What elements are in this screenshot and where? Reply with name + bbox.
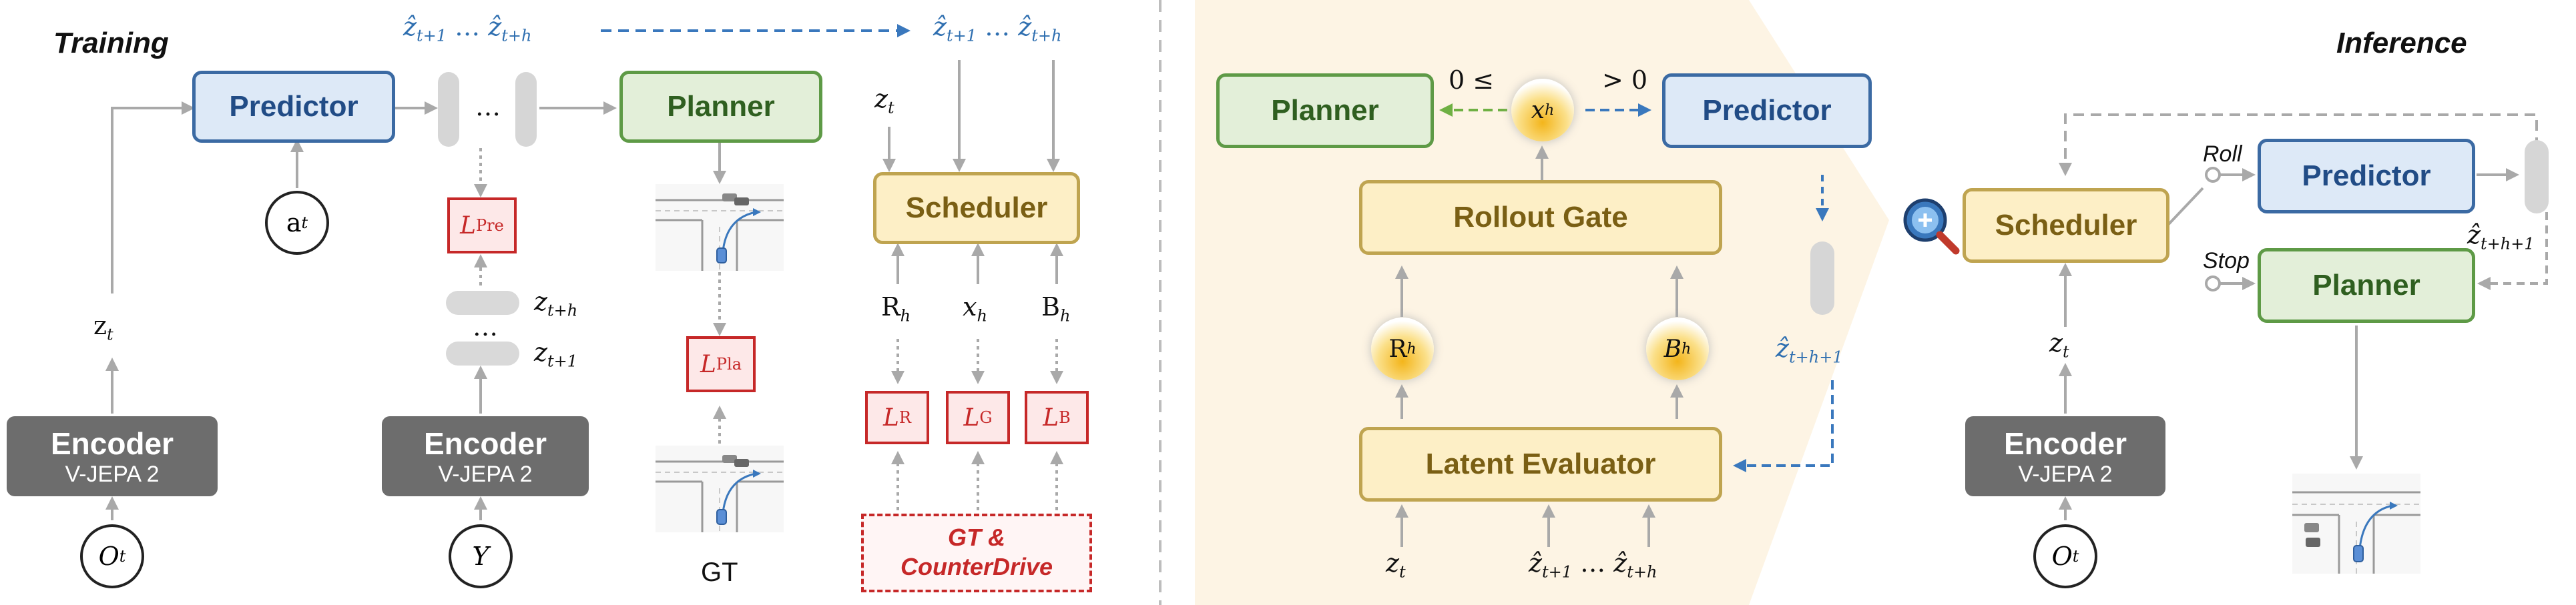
gt-label: GT — [701, 558, 738, 587]
inference-z-hat-next-label: ẑt+h+1 — [2467, 220, 2535, 253]
gt-counterdrive-line2: CounterDrive — [900, 553, 1053, 580]
gt-counterdrive-box: GT & CounterDrive — [861, 514, 1092, 592]
encoder-name: Encoder — [50, 426, 174, 461]
latent-pill-first — [438, 72, 459, 147]
inference-title: Inference — [2336, 27, 2467, 59]
next-latent-pill — [1810, 241, 1834, 315]
gt-pill-ellipsis: … — [473, 312, 498, 342]
z-t-label: zt — [93, 311, 113, 344]
predicted-trajectory-scene — [656, 184, 784, 271]
training-title: Training — [53, 27, 169, 59]
gate-z-hat-range-label: ẑt+1 … ẑt+h — [1529, 548, 1657, 582]
inference-predictor-block: Predictor — [2258, 139, 2475, 213]
action-symbol: a — [286, 208, 302, 237]
magnifier-icon — [1903, 198, 1960, 255]
inference-z-t-label: zt — [2049, 328, 2069, 362]
gate-z-t-label: zt — [1386, 548, 1406, 582]
gt-counterdrive-line1: GT & — [948, 524, 1005, 551]
gate-predictor-block: Predictor — [1662, 73, 1872, 148]
encoder-name: Encoder — [423, 426, 547, 461]
roll-label: Roll — [2203, 141, 2242, 167]
gt-latent-pill-h — [446, 291, 519, 315]
inference-latent-pill — [2525, 140, 2549, 213]
gate-cond-right: > 0 — [1602, 65, 1648, 95]
gate-cond-left: 0 ≤ — [1449, 65, 1495, 95]
obs-symbol: O — [98, 542, 119, 571]
inference-planner-block: Planner — [2258, 248, 2475, 323]
action-subscript: t — [301, 213, 308, 232]
target-y-node: Y — [449, 524, 513, 588]
z-hat-next-label: ẑt+h+1 — [1776, 334, 1843, 367]
stop-label: Stop — [2203, 248, 2250, 273]
scheduler-z-t-label: zt — [874, 84, 894, 117]
training-planner-block: Planner — [619, 71, 822, 143]
obs-subscript: t — [119, 547, 126, 566]
z-hat-range-label: ẑt+1 … ẑt+h — [403, 12, 532, 45]
gt-trajectory-scene — [656, 446, 784, 532]
training-scheduler-block: Scheduler — [873, 172, 1080, 244]
training-predictor-block: Predictor — [192, 71, 395, 143]
b-h-label: Bh — [1041, 292, 1071, 326]
y-symbol: Y — [472, 542, 489, 571]
encoder-name: Encoder — [2003, 426, 2127, 461]
gt-latent-pill-1 — [446, 342, 519, 366]
inference-scheduler-block: Scheduler — [1963, 188, 2169, 263]
encoder-model: V-JEPA 2 — [438, 461, 533, 487]
z-t-plus-1-label: zt+1 — [534, 338, 578, 371]
encoder-model: V-JEPA 2 — [65, 461, 160, 487]
gate-planner-block: Planner — [1216, 73, 1434, 148]
training-encoder-mid: Encoder V-JEPA 2 — [382, 416, 589, 496]
inference-encoder: Encoder V-JEPA 2 — [1965, 416, 2165, 496]
latent-pill-last — [515, 72, 537, 147]
encoder-model: V-JEPA 2 — [2018, 461, 2113, 487]
latent-evaluator-block: Latent Evaluator — [1359, 427, 1722, 502]
z-hat-range-label-right: ẑt+1 … ẑt+h — [933, 12, 1062, 45]
inference-trajectory-scene — [2292, 474, 2420, 574]
training-encoder-left: Encoder V-JEPA 2 — [7, 416, 218, 496]
x-h-label: xh — [963, 292, 987, 326]
rollout-gate-block: Rollout Gate — [1359, 180, 1722, 255]
pill-ellipsis: … — [475, 92, 501, 121]
z-t-plus-h-label: zt+h — [534, 287, 578, 320]
r-h-label: Rh — [881, 292, 911, 326]
